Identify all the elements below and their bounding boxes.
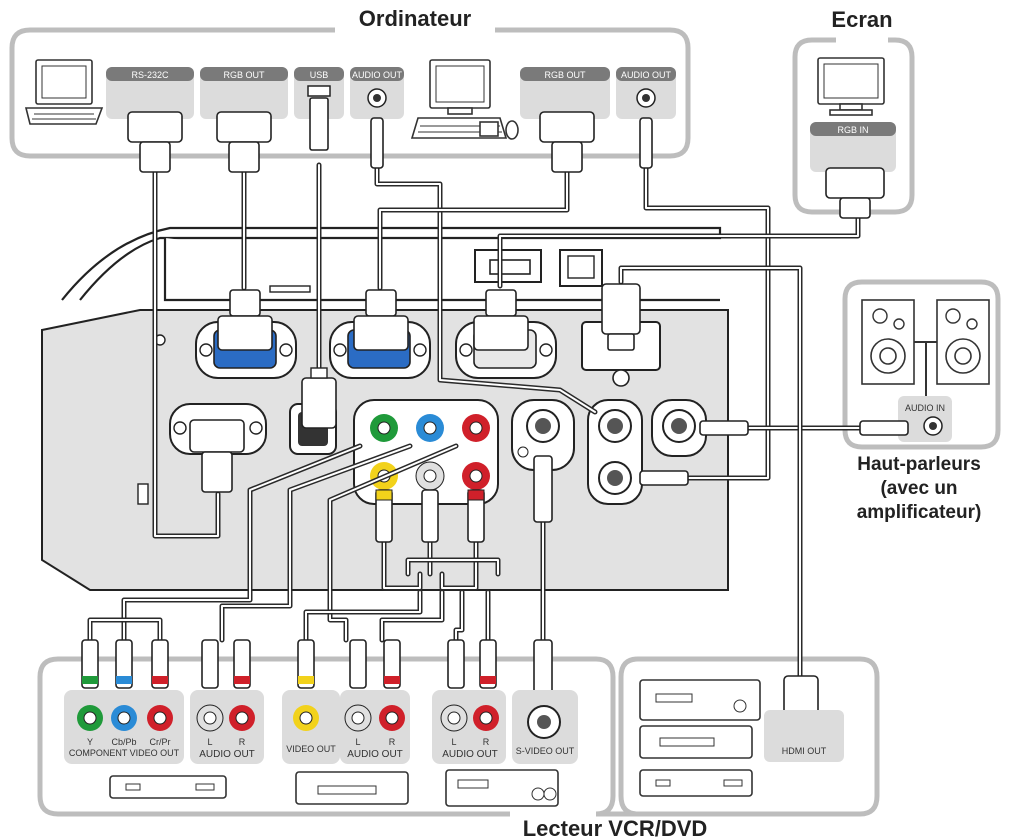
minijack-plug-icon bbox=[639, 117, 653, 169]
audio-out-port-2: AUDIO OUT bbox=[616, 67, 676, 119]
vga-plug-icon bbox=[473, 289, 529, 351]
audio-in-label: AUDIO IN bbox=[905, 403, 945, 413]
rs232c-label: RS-232C bbox=[131, 70, 169, 80]
hdmi-out-label: HDMI OUT bbox=[782, 746, 827, 756]
speakers-title-line3: amplificateur) bbox=[857, 502, 982, 523]
minijack-plug-icon bbox=[699, 420, 749, 436]
hdmi-plug-icon bbox=[601, 283, 641, 351]
rca-plug-icon bbox=[297, 639, 315, 689]
audio-out-label-1: AUDIO OUT bbox=[352, 70, 403, 80]
speakers-title-line1: Haut-parleurs bbox=[857, 454, 981, 475]
vga-plug-icon bbox=[217, 289, 273, 351]
monitor-icon bbox=[817, 57, 885, 116]
players-title: Lecteur VCR/DVD bbox=[523, 816, 708, 840]
usb-port: USB bbox=[294, 67, 344, 119]
audio-in-port: AUDIO IN bbox=[898, 396, 952, 442]
rca-plug-icon bbox=[151, 639, 169, 689]
rgb-out-label-2: RGB OUT bbox=[544, 70, 586, 80]
speaker-right-icon bbox=[936, 299, 990, 385]
r-label-1: R bbox=[239, 737, 246, 747]
rs232c-port: RS-232C bbox=[106, 67, 194, 119]
speakers-title-line2: (avec un bbox=[880, 478, 957, 499]
rca-plug-icon bbox=[115, 639, 133, 689]
usb-plug-icon bbox=[309, 97, 329, 151]
speakers-group: Haut-parleurs (avec un amplificateur) bbox=[842, 279, 1001, 523]
video-out-panel: VIDEO OUT bbox=[282, 690, 340, 764]
rca-plug-icon bbox=[447, 639, 465, 689]
audio-out-port-1: AUDIO OUT bbox=[350, 67, 404, 119]
vga-plug-icon bbox=[353, 289, 409, 351]
l-label-3: L bbox=[451, 737, 456, 747]
minijack-plug-icon bbox=[859, 420, 909, 436]
audio-out-panel-2: L R AUDIO OUT bbox=[340, 690, 410, 764]
vga-plug-icon bbox=[127, 111, 183, 173]
audio-out-panel-3: L R AUDIO OUT bbox=[432, 690, 506, 764]
projector-s-video-port bbox=[511, 399, 575, 471]
cables bbox=[87, 147, 863, 679]
vga-plug-icon bbox=[189, 419, 245, 493]
rca-plug-icon bbox=[81, 639, 99, 689]
laptop-icon bbox=[24, 59, 104, 125]
hdmi-device-3-icon bbox=[639, 769, 753, 797]
vga-plug-icon bbox=[216, 111, 272, 173]
audio-out-label-p3: AUDIO OUT bbox=[442, 749, 498, 760]
usb-plug-icon bbox=[301, 367, 337, 429]
audio-out-label-p1: AUDIO OUT bbox=[199, 749, 255, 760]
speaker-left-icon bbox=[861, 299, 915, 385]
y-label: Y bbox=[87, 737, 93, 747]
rca-plug-icon bbox=[467, 489, 485, 543]
hdmi-device-2-icon bbox=[639, 725, 753, 759]
s-video-plug-icon bbox=[533, 455, 553, 523]
projector-component-ports bbox=[353, 399, 499, 505]
rgb-out-port-2: RGB OUT bbox=[520, 67, 610, 119]
s-video-out-panel: S-VIDEO OUT bbox=[512, 690, 578, 764]
rgb-out-label-1: RGB OUT bbox=[223, 70, 265, 80]
audio-out-label-p2: AUDIO OUT bbox=[347, 749, 403, 760]
component-video-out-label: COMPONENT VIDEO OUT bbox=[69, 748, 180, 758]
computer-group: Ordinateur bbox=[9, 6, 691, 159]
rca-plug-icon bbox=[375, 489, 393, 543]
r-label-2: R bbox=[389, 737, 396, 747]
usb-label: USB bbox=[310, 70, 329, 80]
audio-out-label-2: AUDIO OUT bbox=[621, 70, 672, 80]
screen-title: Ecran bbox=[831, 7, 892, 32]
audio-out-panel-1: L R AUDIO OUT bbox=[190, 690, 264, 764]
vga-plug-icon bbox=[539, 111, 595, 173]
rca-plug-icon bbox=[201, 639, 219, 689]
dvd-player-icon bbox=[109, 775, 227, 799]
rca-plug-icon bbox=[479, 639, 497, 689]
video-out-label: VIDEO OUT bbox=[286, 744, 336, 754]
rca-plug-icon bbox=[233, 639, 251, 689]
minijack-plug-icon bbox=[370, 117, 384, 169]
rgb-out-port-1: RGB OUT bbox=[200, 67, 288, 119]
minijack-plug-icon bbox=[639, 470, 689, 486]
vcr-icon bbox=[295, 771, 409, 805]
plugs bbox=[81, 97, 909, 723]
hdmi-out-panel: HDMI OUT bbox=[764, 710, 844, 762]
rca-plug-icon bbox=[349, 639, 367, 689]
rgb-in-label: RGB IN bbox=[837, 125, 868, 135]
r-label-3: R bbox=[483, 737, 490, 747]
l-label-2: L bbox=[355, 737, 360, 747]
vga-plug-icon bbox=[825, 167, 885, 219]
cb-pb-label: Cb/Pb bbox=[111, 737, 136, 747]
rca-plug-icon bbox=[383, 639, 401, 689]
l-label-1: L bbox=[207, 737, 212, 747]
cr-pr-label: Cr/Pr bbox=[150, 737, 171, 747]
computer-title: Ordinateur bbox=[359, 6, 472, 31]
rca-plug-icon bbox=[421, 489, 439, 543]
desktop-computer-icon bbox=[410, 59, 519, 140]
hdmi-device-1-icon bbox=[639, 679, 761, 721]
vcr-dvd-combo-icon bbox=[445, 769, 559, 807]
players-group: Lecteur VCR/DVD bbox=[37, 656, 880, 840]
rgb-in-port: RGB IN bbox=[810, 122, 896, 172]
s-video-out-label: S-VIDEO OUT bbox=[516, 746, 575, 756]
component-video-out-panel: Y Cb/Pb Cr/Pr COMPONENT VIDEO OUT bbox=[64, 690, 184, 764]
